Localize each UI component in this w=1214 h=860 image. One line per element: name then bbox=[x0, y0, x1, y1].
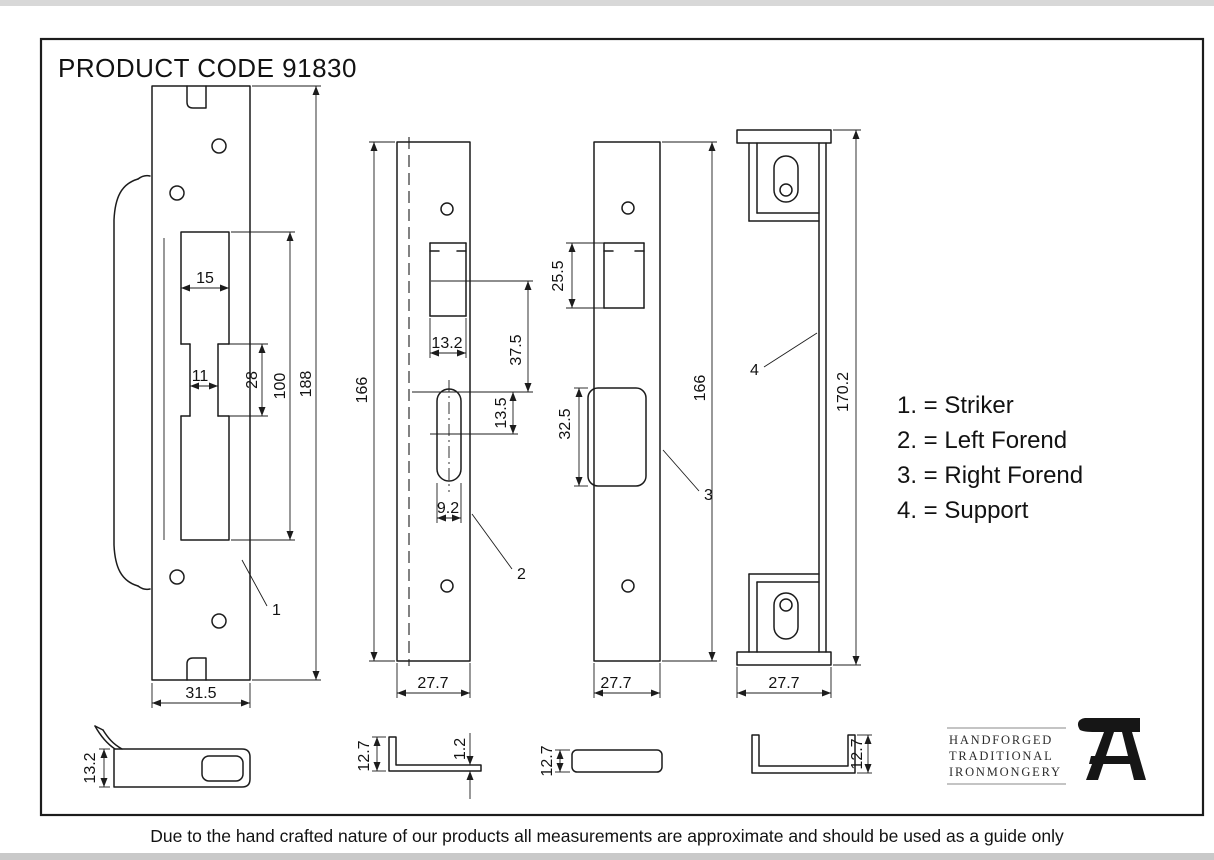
dim-right-forend-plate-length: 166 bbox=[692, 375, 709, 402]
support-top-slot bbox=[773, 155, 799, 203]
bottom-edge-band bbox=[0, 853, 1214, 860]
brand-line-3: IRONMONGERY bbox=[949, 765, 1062, 779]
legend-item-left-forend: 2. = Left Forend bbox=[897, 427, 1067, 454]
legend-item-support: 4. = Support bbox=[897, 497, 1029, 524]
screw-hole bbox=[621, 579, 635, 593]
left-forend-latch-cutout bbox=[429, 242, 467, 317]
disclaimer-text: Due to the hand crafted nature of our pr… bbox=[150, 826, 1064, 846]
brand-block: HANDFORGED TRADITIONAL IRONMONGERY bbox=[947, 718, 1146, 785]
support-bottom-slot-hole bbox=[779, 598, 793, 612]
left-forend-plate-outline bbox=[396, 141, 471, 662]
dim-striker-plate-length: 188 bbox=[298, 371, 315, 398]
support-front-view: 170.2 27.7 4 bbox=[736, 129, 861, 698]
right-forend-front-view: 25.5 32.5 166 27.7 3 bbox=[550, 141, 717, 698]
striker-dimensions: 15 11 28 100 188 31.5 1 bbox=[151, 85, 321, 708]
screw-hole bbox=[621, 201, 635, 215]
dim-left-forend-thickness: 1.2 bbox=[452, 738, 469, 760]
striker-screw-holes bbox=[169, 138, 227, 629]
right-forend-plate-outline bbox=[593, 141, 661, 662]
left-forend-front-view: 166 13.2 37.5 13.5 9.2 27.7 2 bbox=[354, 137, 533, 698]
striker-side-view: 13.2 bbox=[82, 725, 251, 788]
dim-left-forend-bolt-width: 9.2 bbox=[437, 500, 459, 517]
support-top-cap bbox=[736, 129, 832, 144]
support-side-view: 12.7 bbox=[751, 734, 872, 774]
screw-hole bbox=[211, 138, 227, 154]
dim-striker-plate-width: 31.5 bbox=[185, 685, 216, 702]
parts-legend: 1. = Striker 2. = Left Forend 3. = Right… bbox=[897, 392, 1083, 524]
dim-right-forend-latch-height: 25.5 bbox=[550, 260, 567, 291]
dim-left-forend-plate-width: 27.7 bbox=[417, 675, 448, 692]
page-title: PRODUCT CODE 91830 bbox=[58, 53, 357, 83]
support-top-bracket bbox=[748, 142, 820, 222]
dim-support-length: 170.2 bbox=[835, 372, 852, 412]
support-bottom-cap bbox=[736, 651, 832, 666]
top-edge-band bbox=[0, 0, 1214, 6]
legend-item-right-forend: 3. = Right Forend bbox=[897, 462, 1083, 489]
dim-right-forend-plate-width: 27.7 bbox=[600, 675, 631, 692]
dim-striker-cutout-top-width: 15 bbox=[196, 270, 214, 287]
support-top-slot-hole bbox=[779, 183, 793, 197]
anvil-logo-icon bbox=[1077, 718, 1146, 780]
support-bottom-bracket bbox=[748, 573, 820, 653]
dim-striker-lip-depth: 13.2 bbox=[82, 752, 99, 783]
screw-hole bbox=[169, 569, 185, 585]
dim-support-profile-width: 12.7 bbox=[849, 738, 866, 769]
legend-item-striker: 1. = Striker bbox=[897, 392, 1014, 419]
ref-label-left-forend: 2 bbox=[517, 566, 526, 583]
ref-label-right-forend: 3 bbox=[704, 487, 713, 504]
dim-striker-cutout-height: 100 bbox=[272, 373, 289, 400]
left-forend-side-view: 12.7 1.2 bbox=[356, 733, 482, 799]
dim-striker-cutout-mid-height: 28 bbox=[244, 371, 261, 389]
striker-keep-box bbox=[201, 755, 244, 782]
left-forend-dimensions: 166 13.2 37.5 13.5 9.2 27.7 2 bbox=[354, 141, 532, 698]
screw-hole bbox=[440, 202, 454, 216]
dim-left-forend-profile-width: 12.7 bbox=[356, 740, 373, 771]
dim-support-width: 27.7 bbox=[768, 675, 799, 692]
right-forend-latch-cutout bbox=[603, 242, 645, 309]
striker-plate-outline bbox=[113, 85, 251, 681]
dim-striker-cutout-mid-width: 11 bbox=[192, 368, 209, 385]
dim-right-forend-profile-width: 12.7 bbox=[539, 745, 556, 776]
brand-line-2: TRADITIONAL bbox=[949, 749, 1054, 763]
right-forend-bolt-keep bbox=[587, 387, 647, 487]
dim-right-forend-bolt-height: 32.5 bbox=[557, 408, 574, 439]
right-forend-dimensions: 25.5 32.5 166 27.7 3 bbox=[550, 141, 717, 698]
brand-line-1: HANDFORGED bbox=[949, 733, 1053, 747]
dim-left-forend-latch-width: 13.2 bbox=[431, 335, 462, 352]
screw-hole bbox=[211, 613, 227, 629]
screw-hole bbox=[169, 185, 185, 201]
dim-left-forend-bolt-offset: 13.5 bbox=[493, 397, 510, 428]
support-bottom-slot bbox=[773, 592, 799, 640]
drawing-border-frame bbox=[39, 37, 1205, 817]
right-forend-side-view: 12.7 bbox=[539, 745, 663, 777]
ref-label-striker: 1 bbox=[272, 602, 281, 619]
ref-label-support: 4 bbox=[750, 362, 759, 379]
striker-front-view: 15 11 28 100 188 31.5 1 bbox=[113, 85, 321, 708]
dim-left-forend-plate-length: 166 bbox=[354, 377, 371, 404]
dim-left-forend-latch-to-bolt: 37.5 bbox=[508, 334, 525, 365]
screw-hole bbox=[440, 579, 454, 593]
support-dimensions: 170.2 27.7 4 bbox=[736, 129, 861, 698]
